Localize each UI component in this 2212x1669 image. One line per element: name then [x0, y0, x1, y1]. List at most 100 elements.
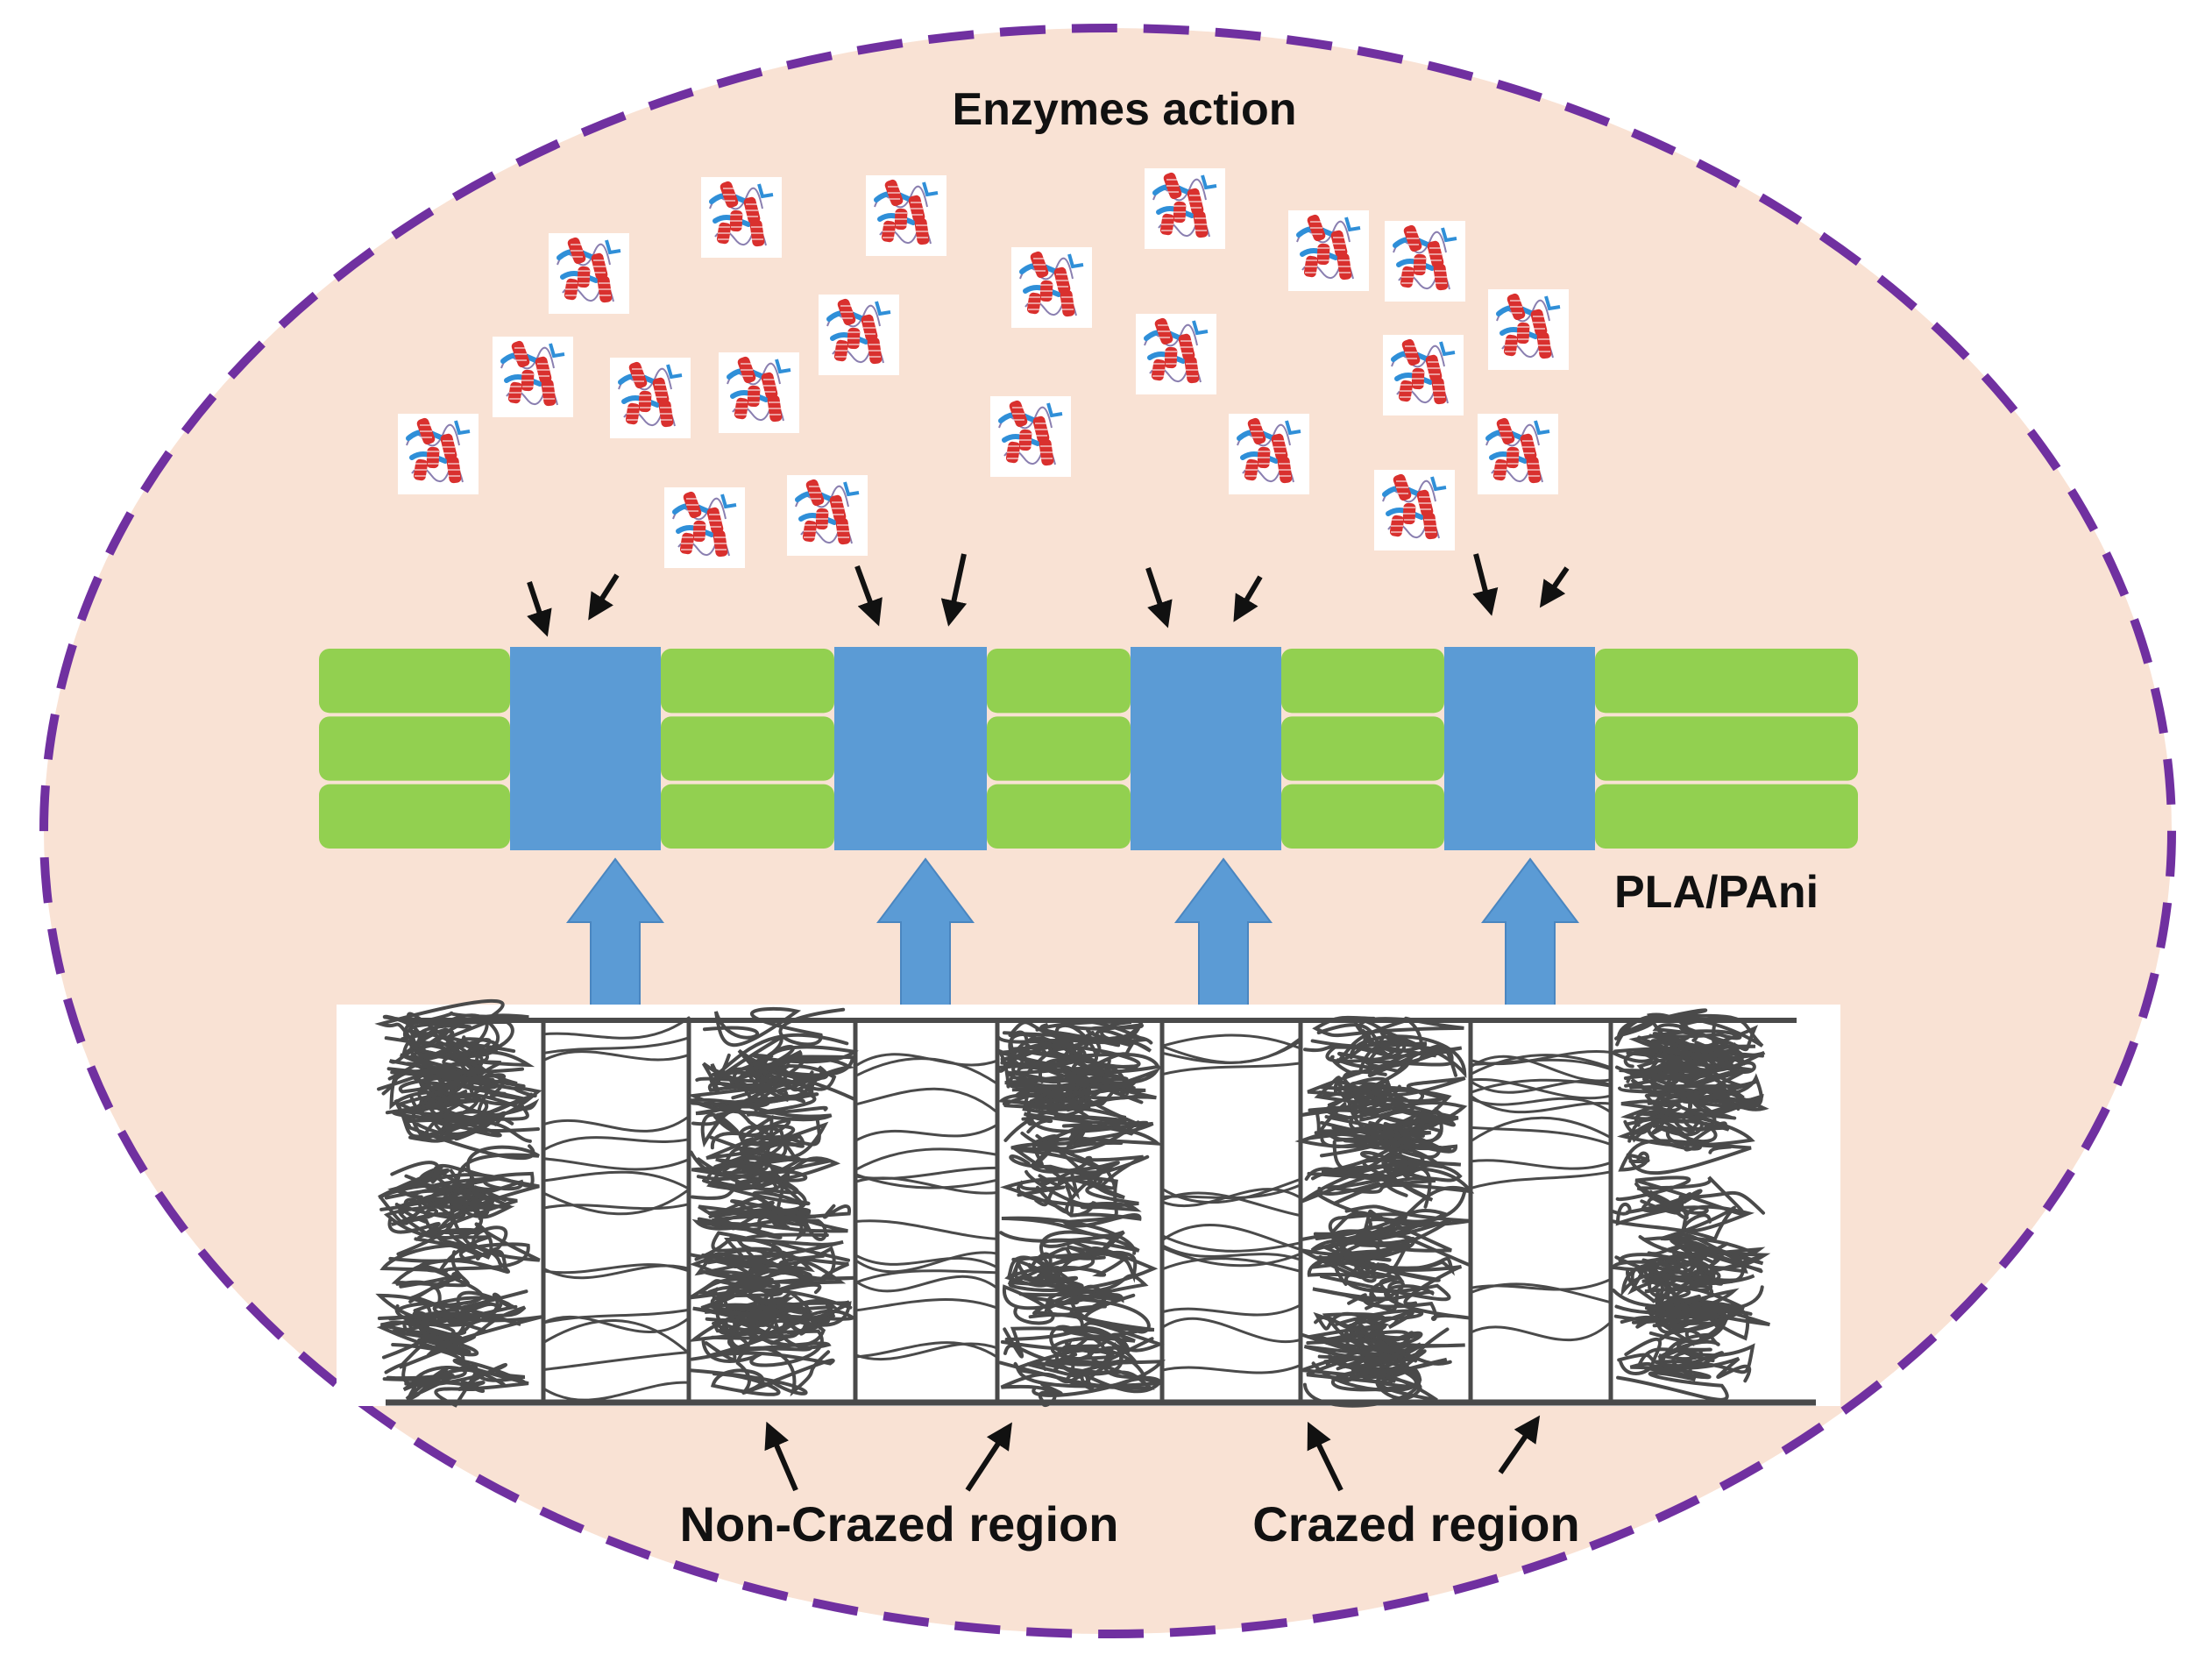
film-green-segment: [987, 649, 1131, 714]
entangled-chain: [1307, 1246, 1455, 1279]
arrow-icon: [527, 581, 552, 637]
entangled-chain: [697, 1157, 811, 1206]
stretched-chain: [1469, 1126, 1613, 1147]
entangled-chain: [1611, 1248, 1725, 1284]
entangled-chain: [1650, 1060, 1756, 1089]
non-crazed-label: Non-Crazed region: [680, 1496, 1119, 1552]
arrow-icon: [1539, 566, 1570, 608]
enzyme-protein-icon: [549, 233, 629, 314]
entangled-chain: [395, 1263, 484, 1310]
film-green-segment: [1595, 784, 1858, 849]
entangled-chain: [375, 1280, 528, 1326]
stretched-chain: [542, 1381, 691, 1402]
stretched-chain: [1469, 1170, 1613, 1190]
polymer-chain-panel: [337, 998, 1840, 1408]
film-green-segment: [661, 649, 834, 714]
stretched-chain: [1160, 1317, 1302, 1344]
entangled-chain: [696, 1258, 822, 1301]
entangled-chain: [1300, 1312, 1450, 1362]
stretched-chain: [1160, 1033, 1302, 1050]
enzyme-protein-icon: [1383, 335, 1464, 415]
enzyme-protein-icon: [719, 352, 799, 433]
stretched-chain: [854, 1342, 999, 1360]
entangled-chain: [390, 1145, 540, 1190]
enzyme-protein-icon: [1288, 210, 1369, 291]
entangled-chain: [1018, 1272, 1149, 1305]
entangled-chain: [1011, 1230, 1140, 1283]
chain-lines: [374, 998, 1771, 1408]
enzyme-protein-icon: [610, 358, 691, 438]
entangled-chain: [388, 1036, 516, 1080]
enzyme-protein-icon: [1136, 314, 1216, 394]
film-blue-segment: [510, 647, 661, 850]
arrow-icon: [1233, 575, 1263, 622]
enzyme-protein-icon: [1385, 221, 1465, 302]
entangled-chain: [1307, 1060, 1410, 1107]
stretched-chain: [542, 1050, 691, 1062]
entangled-chain: [1000, 1368, 1095, 1408]
stretched-chain: [854, 1341, 999, 1359]
entangled-chain: [1017, 1348, 1166, 1397]
film-blue-segment: [1444, 647, 1595, 850]
stretched-chain: [1469, 1159, 1613, 1170]
arrow-icon: [1472, 553, 1499, 616]
entangled-chain: [1648, 1277, 1727, 1319]
entangled-chain: [1620, 1073, 1763, 1121]
stretched-chain: [1469, 1078, 1613, 1094]
entangled-chain: [1003, 1284, 1136, 1325]
entangled-chain: [1623, 1056, 1762, 1102]
stretched-chain: [1469, 1050, 1613, 1066]
entangled-chain: [1619, 1343, 1755, 1380]
attack-arrow-group: [527, 553, 1570, 637]
entangled-chain: [1301, 1211, 1452, 1253]
stretched-chain: [854, 1275, 999, 1293]
entangled-chain: [701, 1056, 855, 1103]
entangled-chain: [706, 1312, 826, 1359]
entangled-chain: [1615, 1175, 1745, 1216]
stretched-chain: [1469, 1079, 1613, 1094]
stretched-chain: [1160, 1062, 1302, 1076]
entangled-chain: [1311, 1346, 1452, 1392]
arrow-icon: [940, 553, 968, 627]
entangled-chain: [687, 1346, 831, 1397]
entangled-chain: [691, 1109, 805, 1148]
entangled-chain: [692, 1287, 852, 1337]
film-green-segment: [987, 784, 1131, 849]
material-label: PLA/PAni: [1614, 867, 1819, 918]
enzyme-protein-icon: [1374, 470, 1455, 550]
stretched-chain: [1160, 1036, 1302, 1064]
enzyme-group: [398, 168, 1569, 568]
film-green-segment: [319, 784, 510, 849]
stretched-chain: [542, 1308, 691, 1325]
film-green-segment: [1281, 716, 1444, 781]
entangled-chain: [686, 1085, 833, 1122]
entangled-chain: [1004, 1321, 1165, 1354]
film-green-segment: [1595, 716, 1858, 781]
stretched-chain: [1160, 1188, 1302, 1208]
entangled-chain: [1009, 1134, 1102, 1176]
entangled-chain: [1024, 1079, 1144, 1128]
stretched-chain: [1160, 1177, 1302, 1204]
film-green-segment: [987, 716, 1131, 781]
entangled-chain: [1307, 1113, 1456, 1158]
film-green-segment: [661, 716, 834, 781]
entangled-chain: [1310, 1209, 1450, 1253]
entangled-chain: [1008, 1019, 1151, 1055]
crazed-label: Crazed region: [1252, 1496, 1579, 1552]
film-green-segment: [1281, 784, 1444, 849]
entangled-chain: [377, 1295, 527, 1341]
enzyme-protein-icon: [493, 337, 573, 417]
stretched-chain: [1469, 1054, 1613, 1076]
entangled-chain: [694, 1238, 851, 1276]
entangled-chain: [1627, 1115, 1733, 1154]
entangled-chain: [384, 1358, 529, 1392]
stretched-chain: [542, 1036, 691, 1055]
stretched-chain: [1469, 1282, 1613, 1304]
film-blue-segment: [1131, 647, 1281, 850]
stretched-chain: [1469, 1078, 1613, 1100]
entangled-chain: [999, 1216, 1137, 1255]
entangled-chain: [1618, 1139, 1752, 1175]
stretched-chain: [542, 1315, 691, 1334]
entangled-chain: [1617, 1347, 1724, 1378]
